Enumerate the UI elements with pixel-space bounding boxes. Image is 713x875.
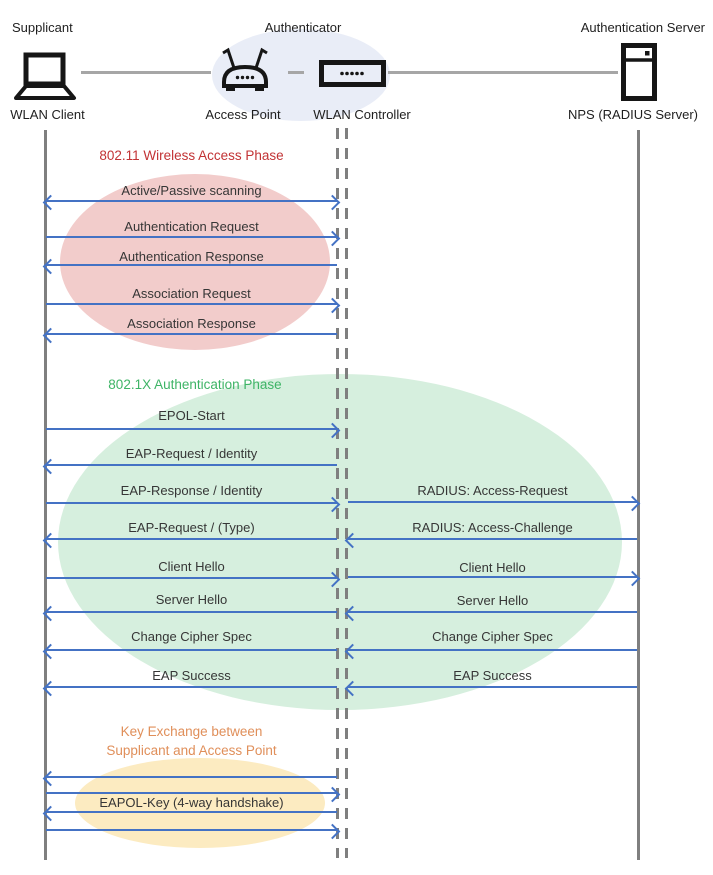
message-label: EAP-Response / Identity: [120, 483, 263, 498]
phase2-title: 802.1X Authentication Phase: [108, 377, 282, 392]
wlan-controller-icon: [319, 60, 386, 87]
message-arrow: [344, 680, 638, 696]
phase1-title: 802.11 Wireless Access Phase: [99, 148, 284, 163]
message-label: Authentication Response: [119, 249, 264, 264]
label-nps-radius-server: NPS (RADIUS Server): [567, 107, 699, 122]
phase3-title-line2: Supplicant and Access Point: [106, 743, 277, 758]
message-label: EAP Success: [453, 668, 532, 683]
message-label: Active/Passive scanning: [121, 183, 262, 198]
message-arrow: [45, 496, 341, 512]
lifeline-wlan-controller-right: [345, 128, 348, 858]
message-arrow: [42, 680, 338, 696]
message-label: Server Hello: [155, 592, 228, 607]
message-arrow: [42, 643, 338, 659]
phase3-ellipse: [75, 758, 325, 848]
message-label: Change Cipher Spec: [432, 629, 553, 644]
phase3-title: Key Exchange between Supplicant and Acce…: [45, 722, 338, 760]
laptop-icon: [12, 52, 78, 102]
access-point-icon: [213, 44, 277, 100]
authenticator-group-ellipse: [212, 29, 390, 121]
message-arrow: [42, 194, 341, 210]
message-label: Association Request: [132, 286, 251, 301]
lifeline-nps: [637, 130, 640, 860]
message-label: EAPOL-Key (4-way handshake): [99, 795, 284, 810]
message-arrow: [45, 823, 341, 839]
lifeline-wlan-client: [44, 130, 47, 860]
message-label: Association Response: [127, 316, 256, 331]
phase1-ellipse: [60, 174, 330, 350]
label-access-point: Access Point: [205, 107, 281, 122]
message-arrow: [45, 571, 341, 587]
message-label: RADIUS: Access-Request: [417, 483, 568, 498]
role-authenticator: Authenticator: [264, 20, 342, 35]
phase2-ellipse: [58, 374, 622, 710]
message-arrow: [42, 458, 338, 474]
connector-controller-server: [388, 71, 618, 74]
message-label: Client Hello: [158, 559, 225, 574]
message-label: EAP-Request / Identity: [125, 446, 258, 461]
message-arrow: [42, 770, 338, 786]
message-label: EAP-Request / (Type): [128, 520, 255, 535]
message-arrow: [42, 605, 338, 621]
message-arrow: [42, 258, 338, 274]
label-wlan-controller: WLAN Controller: [313, 107, 411, 122]
message-arrow: [42, 805, 338, 821]
message-arrow: [347, 570, 641, 586]
message-label: Authentication Request: [124, 219, 259, 234]
lifeline-wlan-controller-left: [336, 128, 339, 858]
message-arrow: [42, 327, 338, 343]
message-arrow: [42, 532, 338, 548]
message-arrow: [347, 495, 641, 511]
connector-ap-controller: [288, 71, 304, 74]
message-label: Client Hello: [459, 560, 526, 575]
connector-client-ap: [81, 71, 211, 74]
message-arrow: [344, 532, 638, 548]
message-label: Change Cipher Spec: [131, 629, 252, 644]
message-arrow: [344, 643, 638, 659]
message-label: EAP Success: [152, 668, 231, 683]
message-arrow: [45, 230, 341, 246]
role-authentication-server: Authentication Server: [580, 20, 705, 35]
label-wlan-client: WLAN Client: [10, 107, 85, 122]
message-label: Server Hello: [456, 593, 529, 608]
message-arrow: [344, 605, 638, 621]
message-arrow: [45, 422, 341, 438]
server-icon: [621, 43, 657, 101]
message-arrow: [45, 297, 341, 313]
message-label: RADIUS: Access-Challenge: [412, 520, 573, 535]
message-arrow: [45, 786, 341, 802]
role-supplicant: Supplicant: [12, 20, 73, 35]
phase3-title-line1: Key Exchange between: [120, 724, 263, 739]
message-label: EPOL-Start: [158, 408, 225, 423]
